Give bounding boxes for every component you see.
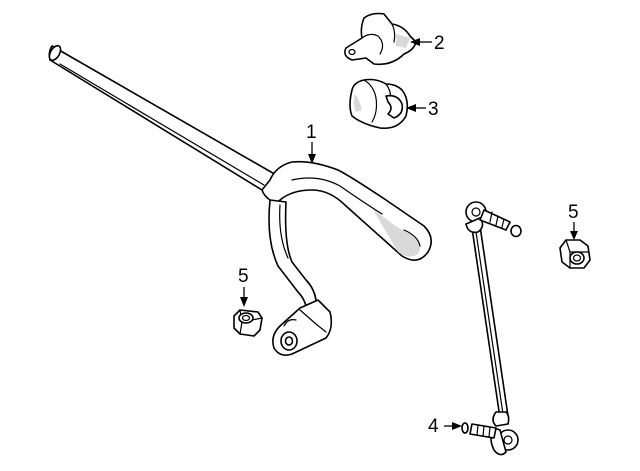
callout-1-label: 1 xyxy=(306,122,317,143)
callout-4: 4 xyxy=(428,416,462,437)
callout-3-label: 3 xyxy=(428,99,439,120)
bushing-bracket xyxy=(344,12,417,66)
stabilizer-bushing xyxy=(349,78,409,130)
stabilizer-bar xyxy=(48,44,432,356)
callout-5-right-label: 5 xyxy=(568,202,579,223)
stabilizer-link xyxy=(461,201,522,456)
callout-5-right: 5 xyxy=(568,202,579,240)
callout-4-label: 4 xyxy=(428,416,439,437)
callout-1: 1 xyxy=(306,122,317,164)
nut-left xyxy=(233,309,263,337)
callout-3: 3 xyxy=(406,99,439,120)
nut-right xyxy=(559,239,591,269)
callout-2: 2 xyxy=(410,33,445,54)
callout-2-label: 2 xyxy=(434,33,445,54)
callout-5-left: 5 xyxy=(238,266,249,307)
callout-5-left-label: 5 xyxy=(238,266,249,287)
